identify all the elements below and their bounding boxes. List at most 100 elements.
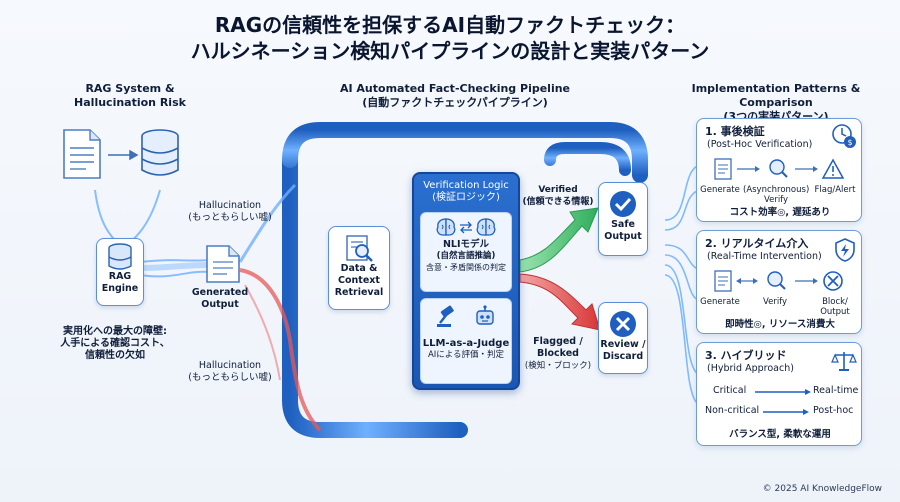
rag-engine-node: RAG Engine — [96, 238, 144, 306]
pattern-3-row-1-right: Real-time — [813, 385, 859, 396]
flagged-line-2: Blocked — [537, 348, 579, 359]
title-line-1: RAGの信頼性を担保するAI自動ファクトチェック： — [214, 13, 686, 37]
pattern-1-flow-icons — [714, 158, 845, 180]
retrieval-node: Data & Context Retrieval — [328, 226, 390, 310]
verification-title-line-1: Verification Logic — [423, 180, 509, 191]
pattern-2-note: 即時性◎, リソース消費大 — [725, 319, 835, 330]
generated-output-line-1: Generated — [191, 287, 249, 298]
hallucination-flows — [238, 183, 322, 432]
retrieval-line-3: Retrieval — [334, 287, 384, 298]
nli-icons — [435, 217, 497, 237]
hallucination-bottom-line-2: (もっともらしい嘘) — [188, 372, 272, 383]
page-title: RAGの信頼性を担保するAI自動ファクトチェック： ハルシネーション検知パイプラ… — [0, 12, 900, 64]
llm-judge-card: LLM-as-a-Judge AIによる評価・判定 — [420, 298, 512, 384]
review-line-1: Review / — [600, 339, 646, 350]
pattern-2-title: 2. リアルタイム介入 — [705, 237, 809, 250]
pattern-3-subtitle: (Hybrid Approach) — [707, 363, 794, 374]
pattern-3-title: 3. ハイブリッド — [705, 349, 787, 362]
pattern-1-step-2-line-2: Verify — [763, 195, 789, 205]
brain-icon-2 — [476, 218, 496, 236]
barrier-line-3: 信頼性の欠如 — [85, 350, 145, 361]
right-flow-lines — [664, 164, 701, 406]
pattern-2-flow-icons — [714, 270, 843, 292]
pattern-1-step-2: (Asynchronous) Verify — [743, 185, 809, 205]
document-icon — [63, 129, 101, 179]
title-line-2: ハルシネーション検知パイプラインの設計と実装パターン — [190, 39, 710, 63]
nli-model-card: NLIモデル (自然言語推論) 含意・矛盾関係の判定 — [420, 212, 512, 292]
pattern-3-note: バランス型, 柔軟な運用 — [729, 429, 831, 440]
middle-heading-line-2: (自動ファクトチェックパイプライン) — [362, 96, 548, 109]
judge-line-1: LLM-as-a-Judge — [422, 338, 510, 349]
pattern-3-row-2-left: Non-critical — [705, 405, 760, 416]
pattern-2-step-3-line-2: Output — [820, 307, 850, 317]
pattern-1-note: コスト効率◎, 遅延あり — [729, 207, 831, 218]
brain-icon — [436, 218, 456, 236]
hallucination-top-line-1: Hallucination — [198, 200, 262, 211]
pattern-2-step-1: Generate — [700, 297, 740, 307]
pattern-card-real-time: 2. リアルタイム介入 (Real-Time Intervention) Gen… — [696, 230, 862, 334]
pattern-3-row-1-left: Critical — [713, 385, 747, 396]
left-heading: RAG System & Hallucination Risk — [40, 82, 220, 110]
retrieval-line-1: Data & — [340, 263, 378, 274]
verification-title-line-2: (検証ロジック) — [432, 192, 500, 203]
pattern-3-row-1-arrow — [755, 389, 811, 395]
flagged-label: Flagged / Blocked (検知・ブロック) — [522, 336, 594, 372]
middle-heading-line-1: AI Automated Fact-Checking Pipeline — [339, 82, 571, 95]
rag-engine-database-icon — [108, 243, 132, 270]
pattern-card-hybrid: 3. ハイブリッド (Hybrid Approach) Critical Rea… — [696, 342, 862, 446]
svg-text:$: $ — [847, 138, 852, 147]
hallucination-top-line-2: (もっともらしい嘘) — [188, 212, 272, 223]
rag-engine-label-2: Engine — [101, 283, 139, 294]
verified-label: Verified (信頼できる情報) — [520, 184, 596, 208]
generated-output-label: Generated Output — [180, 287, 260, 311]
pattern-2-step-3: Block/ Output — [809, 297, 861, 317]
pattern-1-step-1: Generate — [700, 185, 740, 195]
pattern-1-step-3: Flag/Alert — [814, 185, 856, 195]
judge-line-2: AIによる評価・判定 — [427, 350, 505, 360]
barrier-line-1: 実用化への最大の障壁: — [63, 326, 167, 337]
doc-to-db-arrow — [108, 149, 139, 161]
generated-output-line-2: Output — [201, 299, 239, 310]
judge-icons — [435, 305, 497, 329]
nli-line-1: NLIモデル — [442, 239, 490, 250]
flagged-line-3: (検知・ブロック) — [524, 361, 592, 371]
left-heading-line-1: RAG System & — [85, 82, 175, 95]
review-line-2: Discard — [602, 351, 644, 362]
shield-bolt-icon — [835, 238, 855, 262]
review-discard-node: Review / Discard — [598, 302, 648, 374]
pattern-2-step-2: Verify — [762, 297, 788, 307]
barrier-text: 実用化への最大の障壁: 人手による確認コスト、 信頼性の欠如 — [30, 326, 200, 362]
nli-line-3: 含意・矛盾関係の判定 — [426, 263, 506, 272]
balance-scale-icon — [831, 352, 857, 371]
swap-arrows-icon — [460, 221, 472, 234]
database-icon — [141, 129, 179, 176]
rag-engine-label-1: RAG — [108, 271, 132, 282]
x-circle-icon — [610, 311, 636, 337]
safe-line-1: Safe — [611, 219, 635, 230]
verification-title: Verification Logic (検証ロジック) — [414, 174, 518, 204]
pattern-1-title: 1. 事後検証 — [705, 125, 765, 138]
verification-logic-panel: Verification Logic (検証ロジック) NLIモデル (自然言語… — [412, 172, 520, 390]
flagged-arrow — [519, 273, 601, 331]
copyright-footer: © 2025 AI KnowledgeFlow — [762, 484, 882, 494]
check-circle-icon — [610, 191, 636, 217]
pattern-3-row-2-right: Post-hoc — [813, 405, 854, 416]
nli-line-2: (自然言語推論) — [436, 251, 496, 261]
hallucination-bottom-label: Hallucination (もっともらしい嘘) — [175, 360, 285, 384]
pattern-1-step-2-line-1: (Asynchronous) — [743, 185, 810, 195]
pattern-1-subtitle: (Post-Hoc Verification) — [707, 139, 813, 150]
right-heading-line-1: Implementation Patterns & Comparison — [691, 82, 861, 109]
pattern-2-step-3-line-1: Block/ — [822, 297, 848, 307]
robot-icon — [476, 305, 494, 325]
hallucination-top-label: Hallucination (もっともらしい嘘) — [175, 200, 285, 224]
generated-output-icon — [206, 245, 240, 283]
barrier-line-2: 人手による確認コスト、 — [60, 338, 170, 349]
magnifier-document-icon — [346, 235, 373, 262]
clock-dollar-icon: $ — [832, 124, 856, 148]
pattern-2-subtitle: (Real-Time Intervention) — [707, 251, 822, 262]
pattern-card-post-hoc: 1. 事後検証 (Post-Hoc Verification) $ Genera… — [696, 118, 862, 222]
verified-line-2: (信頼できる情報) — [522, 197, 594, 207]
gavel-icon — [437, 305, 454, 327]
pattern-3-row-2-arrow — [763, 409, 809, 415]
